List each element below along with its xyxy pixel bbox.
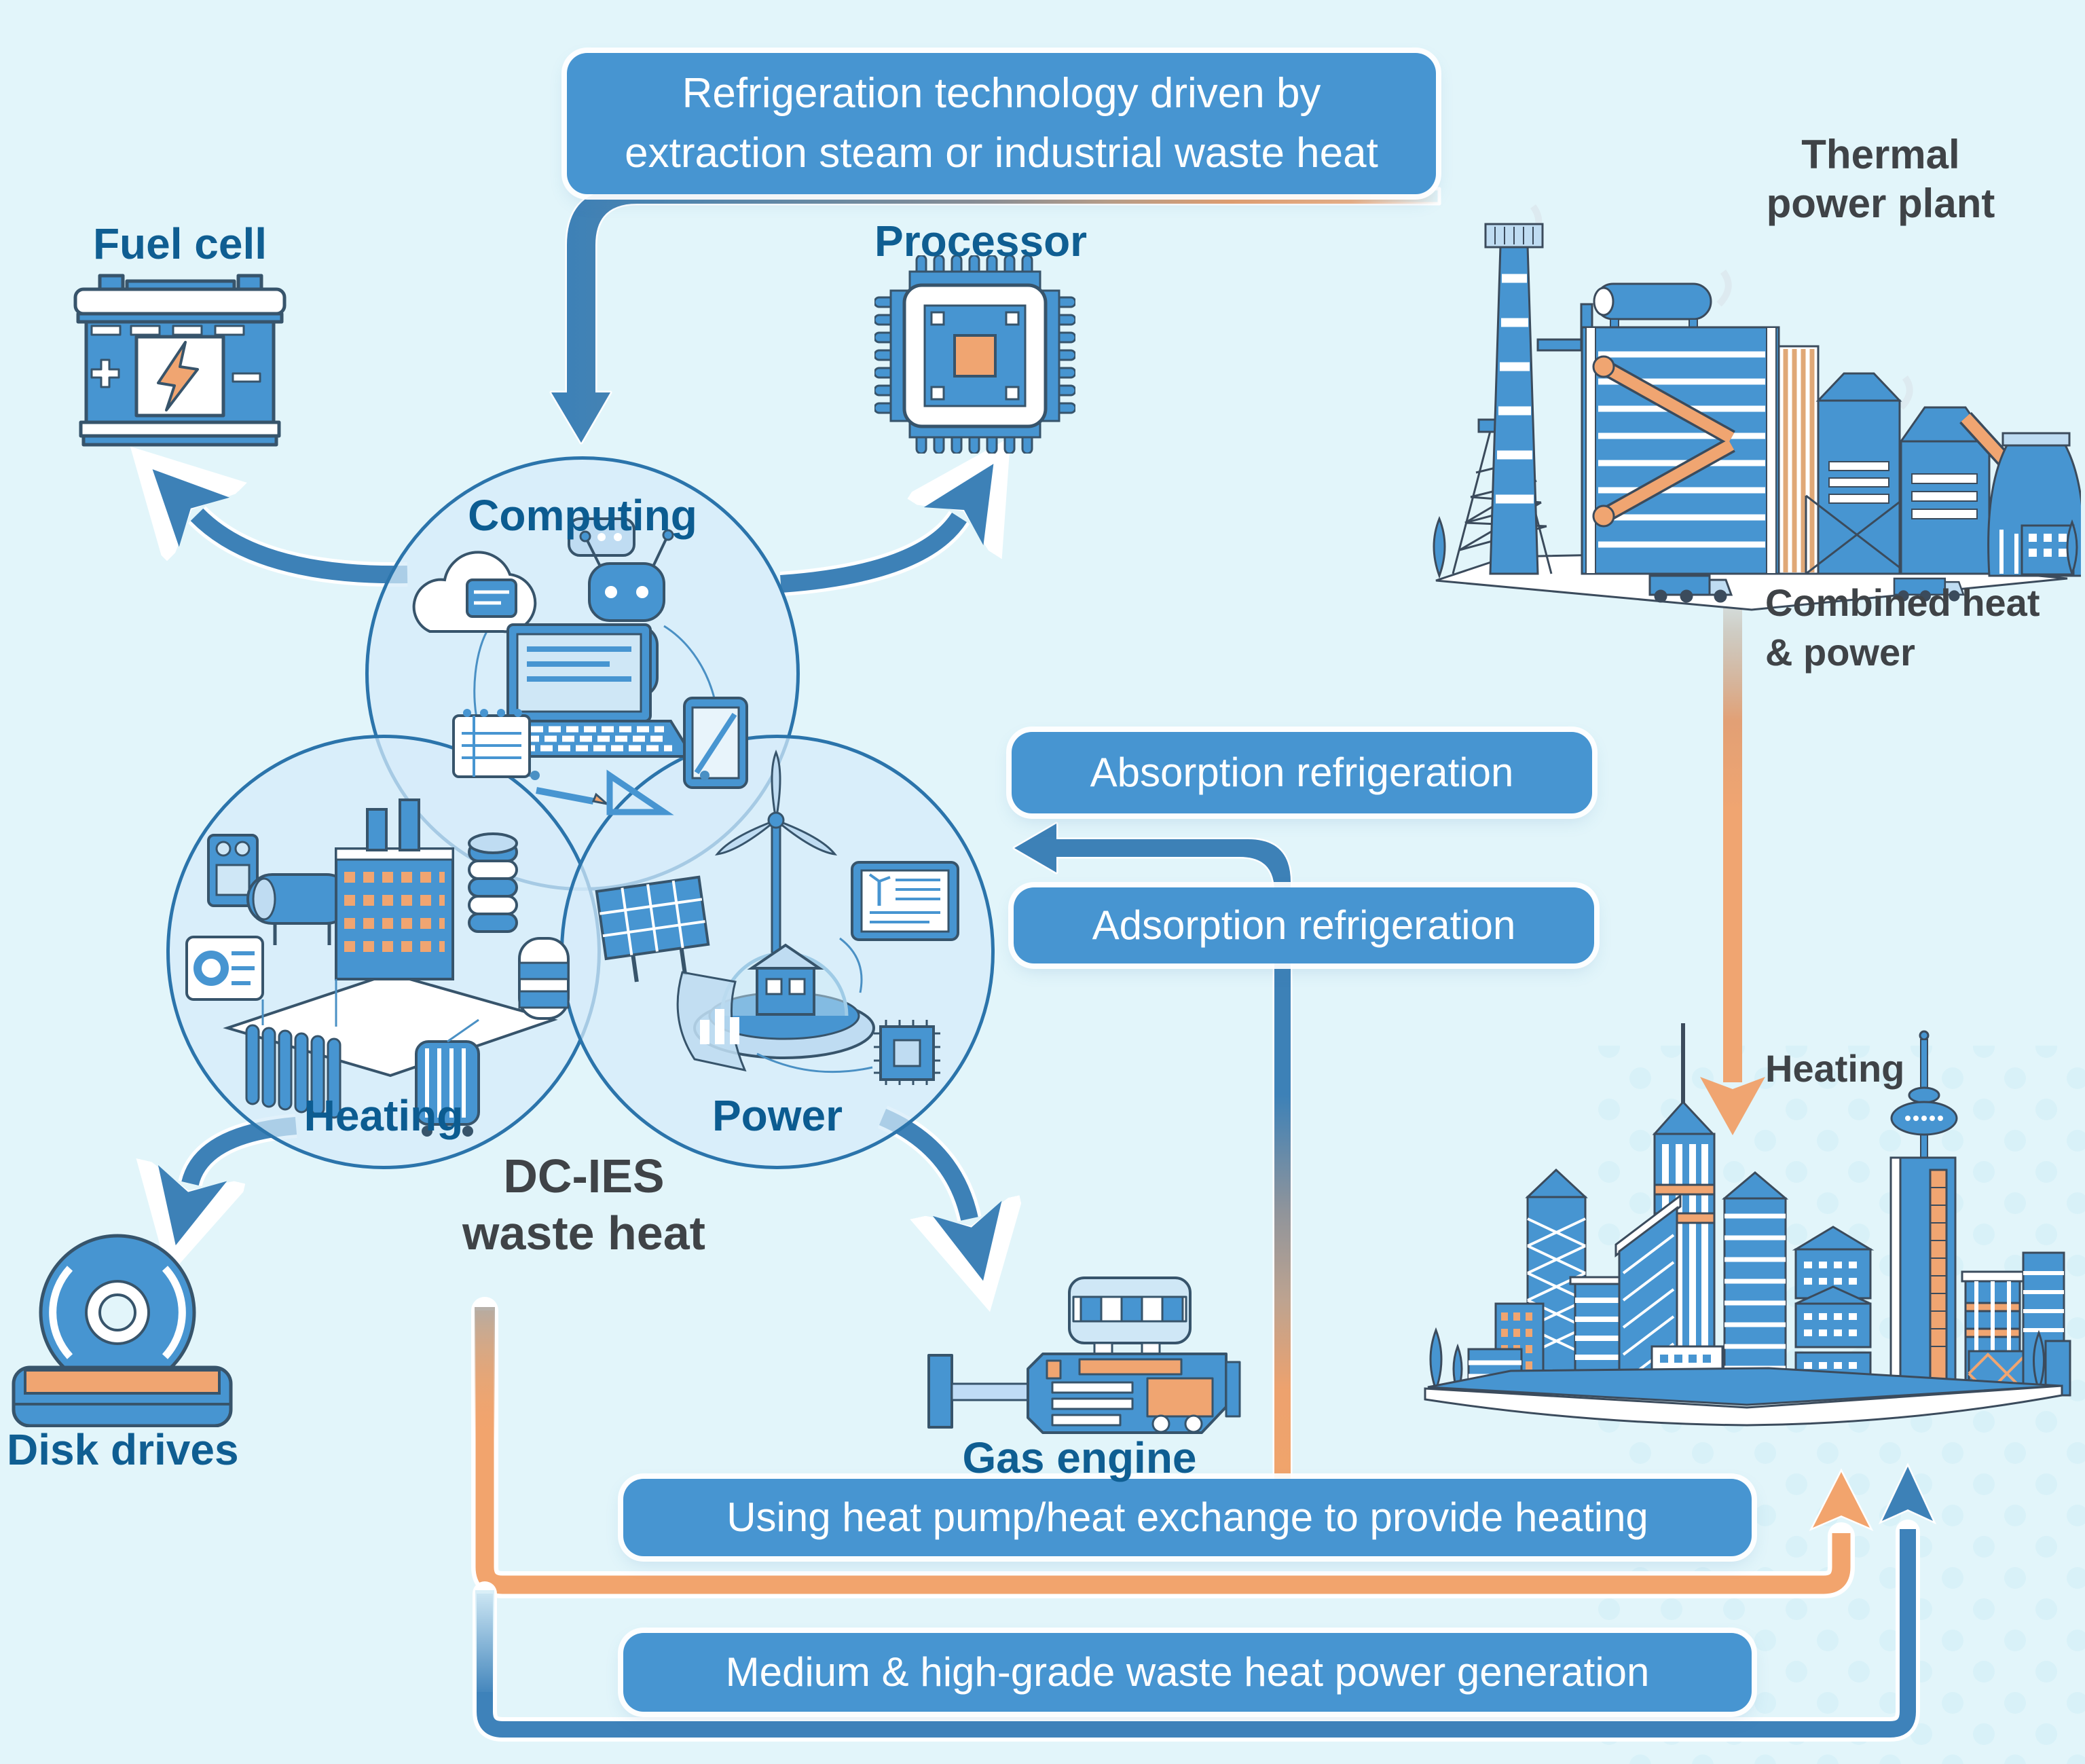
heating-flow-label: Heating [1765, 1047, 1905, 1090]
dc-ies-line1: DC-IES [503, 1150, 665, 1202]
gas-engine-label: Gas engine [962, 1433, 1197, 1482]
thermal-power-plant-illustration [1433, 204, 2081, 611]
power-generation-banner: Medium & high-grade waste heat power gen… [623, 1633, 1752, 1712]
arrow-to-fuel-cell [197, 515, 408, 587]
dc-ies-line2: waste heat [462, 1207, 705, 1260]
combined-heat-power-line2: & power [1765, 630, 1915, 674]
power-circle-label: Power [712, 1091, 843, 1140]
cpu-chip-icon [874, 255, 1075, 454]
top-banner-line2: extraction steam or industrial waste hea… [625, 130, 1378, 177]
heat-pump-banner: Using heat pump/heat exchange to provide… [623, 1479, 1752, 1556]
battery-icon [73, 274, 287, 447]
thermal-plant-label: Thermal power plant [1724, 130, 2037, 228]
thermal-plant-label-line2: power plant [1766, 181, 1995, 226]
absorption-banner: Absorption refrigeration [1012, 732, 1592, 813]
fuel-cell-label: Fuel cell [92, 219, 267, 268]
disk-drives-label: Disk drives [7, 1425, 239, 1474]
combined-heat-power-line1: Combined heat [1765, 581, 2040, 624]
top-banner: Refrigeration technology driven by extra… [567, 53, 1436, 194]
gas-engine-icon [927, 1276, 1241, 1434]
computing-scene [412, 517, 748, 815]
absorption-banner-text: Absorption refrigeration [1090, 750, 1514, 796]
heating-scene [185, 798, 570, 1137]
combined-heat-power-label: Combined heat & power [1765, 578, 2040, 678]
city-skyline-illustration [1424, 1023, 2071, 1427]
combined-heat-power-arrow [1700, 577, 1765, 1135]
thermal-plant-label-line1: Thermal [1801, 132, 1960, 177]
computing-circle-label: Computing [468, 491, 697, 540]
refrigeration-supply-arrow [549, 187, 1441, 445]
arrow-to-processor [779, 517, 959, 596]
adsorption-banner-text: Adsorption refrigeration [1092, 902, 1516, 949]
dc-ies-waste-heat-label: DC-IES waste heat [421, 1147, 747, 1262]
power-generation-path [473, 1463, 1937, 1742]
heating-circle-label: Heating [303, 1091, 464, 1140]
top-banner-line1: Refrigeration technology driven by [682, 69, 1321, 117]
heat-pump-heating-path [471, 1297, 1874, 1598]
power-scene [595, 749, 959, 1085]
adsorption-banner: Adsorption refrigeration [1014, 887, 1594, 963]
disk-drive-icon [12, 1234, 233, 1427]
processor-label: Processor [874, 217, 1088, 265]
power-generation-banner-text: Medium & high-grade waste heat power gen… [725, 1649, 1650, 1695]
heat-pump-banner-text: Using heat pump/heat exchange to provide… [726, 1494, 1648, 1541]
